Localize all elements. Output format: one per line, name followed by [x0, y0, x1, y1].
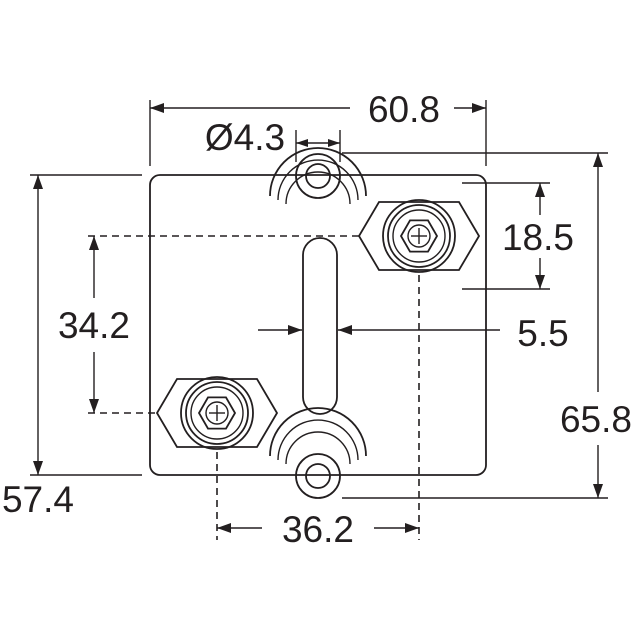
- body-height-label: 57.4: [2, 479, 74, 520]
- overall-height-label: 65.8: [560, 399, 632, 440]
- center-slot: [302, 237, 338, 415]
- terminal-top-right: [357, 199, 481, 273]
- hole-diameter-dimension: Ø4.3: [205, 117, 341, 162]
- terminal-horizontal-spacing-label: 36.2: [282, 509, 354, 550]
- terminal-horizontal-spacing-dimension: 36.2: [217, 509, 419, 550]
- body-height-dimension: 57.4: [2, 174, 142, 520]
- slot-width-label: 5.5: [517, 313, 568, 354]
- top-mount-ear: [269, 147, 367, 205]
- terminal-vertical-spacing-dimension: 34.2: [58, 236, 130, 413]
- terminal-bottom-left: [155, 376, 279, 450]
- component-body: [149, 174, 487, 476]
- terminal-vertical-spacing-label: 34.2: [58, 305, 130, 346]
- terminal-offset-label: 18.5: [502, 217, 574, 258]
- overall-width-label: 60.8: [368, 89, 440, 130]
- overall-width-dimension: 60.8: [149, 89, 487, 166]
- bottom-mount-ear: [269, 407, 367, 499]
- overall-height-dimension: 65.8: [342, 152, 632, 499]
- hole-diameter-label: Ø4.3: [205, 117, 285, 158]
- terminal-offset-dimension: 18.5: [462, 182, 574, 290]
- slot-width-dimension: 5.5: [258, 313, 569, 354]
